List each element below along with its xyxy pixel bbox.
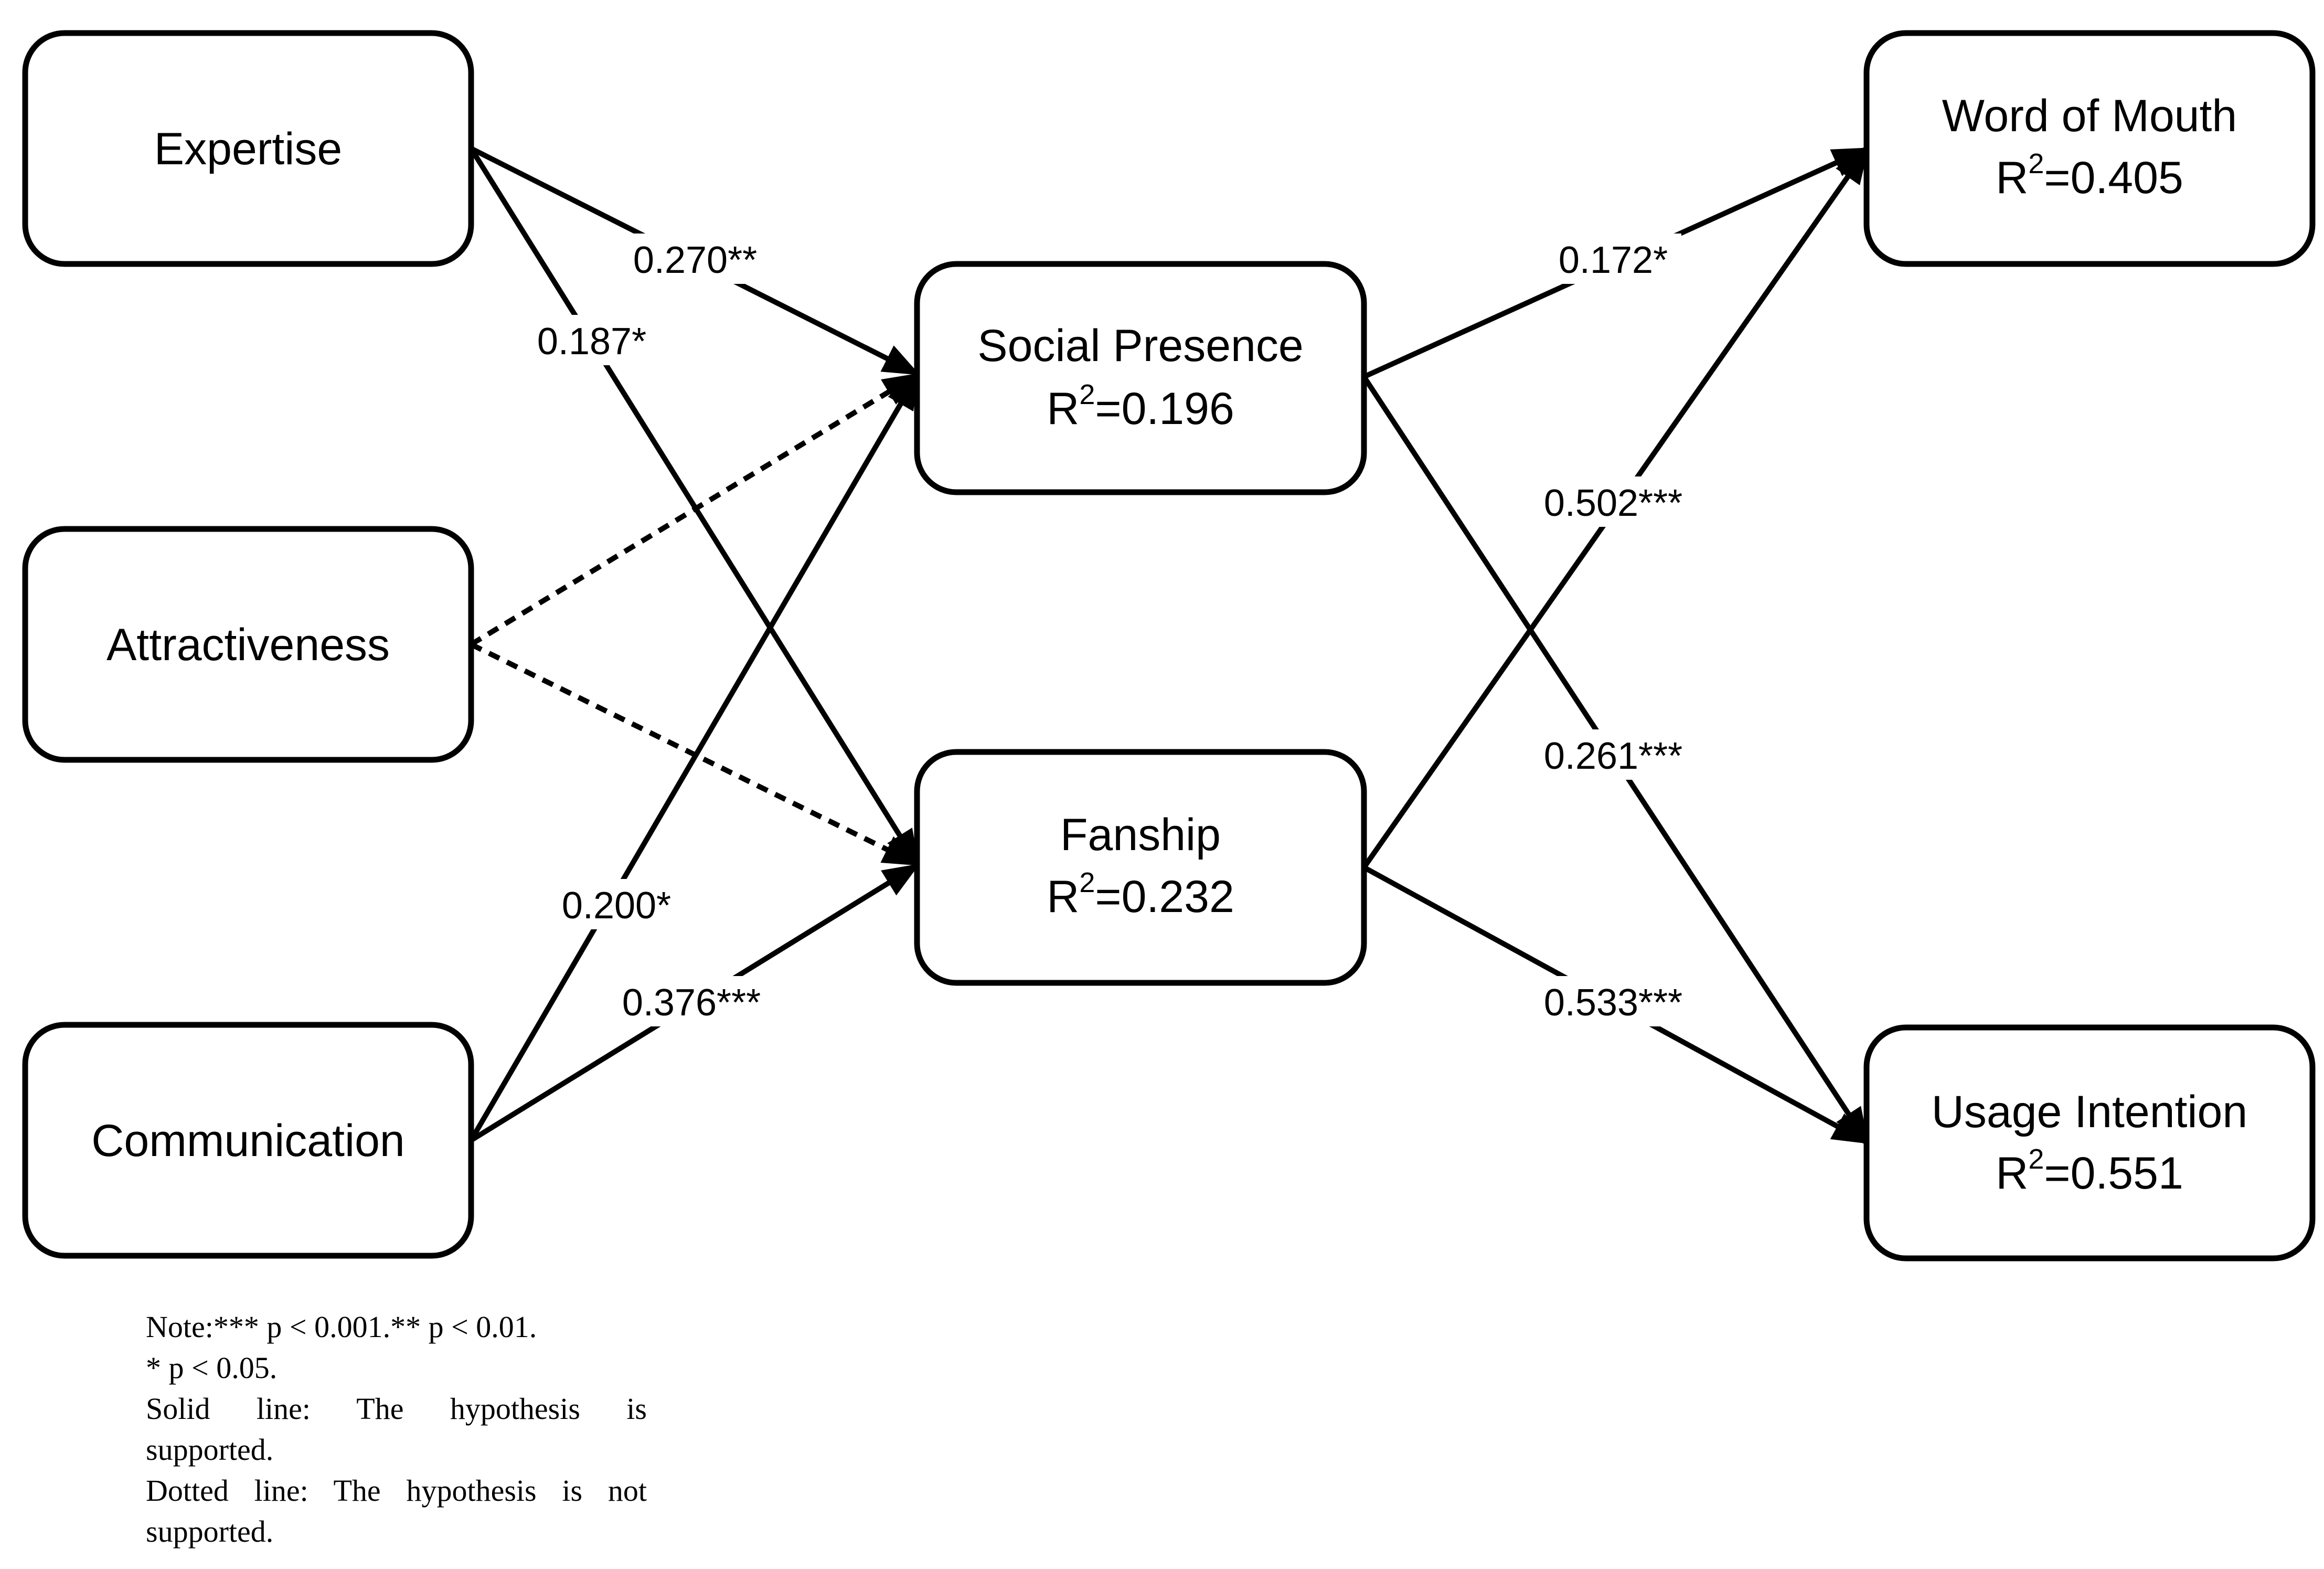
edge-label-communication-fanship: 0.376***	[622, 982, 761, 1024]
node-usage-intention-r2: R2=0.551	[1996, 1143, 2183, 1199]
edge-label-fanship-usage-intention: 0.533***	[1544, 982, 1682, 1024]
note-line-1: Note:*** p < 0.001.** p < 0.01.	[146, 1310, 537, 1344]
note-line-5: Dotted line: The hypothesis is not	[146, 1473, 647, 1508]
node-word-of-mouth-r2: R2=0.405	[1996, 148, 2183, 203]
edge-label-social-presence-usage-intention: 0.261***	[1544, 735, 1682, 777]
node-communication: Communication	[22, 1022, 474, 1259]
node-social-presence-r2: R2=0.196	[1047, 379, 1234, 434]
node-attractiveness-label: Attractiveness	[106, 620, 390, 670]
note-line-4: supported.	[146, 1433, 274, 1467]
edge-label-expertise-fanship: 0.187*	[537, 321, 646, 363]
note-line-3: Solid line: The hypothesis is	[146, 1392, 647, 1426]
node-fanship: Fanship R2=0.232	[914, 749, 1367, 986]
node-expertise-label: Expertise	[154, 124, 343, 174]
node-word-of-mouth: Word of Mouth R2=0.405	[1863, 30, 2316, 267]
edge-label-social-presence-word-of-mouth: 0.172*	[1559, 239, 1668, 281]
edge-label-communication-social-presence: 0.200*	[562, 885, 671, 927]
node-fanship-r2: R2=0.232	[1047, 867, 1234, 922]
node-usage-intention: Usage Intention R2=0.551	[1863, 1024, 2316, 1261]
significance-note: Note:*** p < 0.001.** p < 0.01. * p < 0.…	[146, 1307, 647, 1552]
node-fanship-label: Fanship	[1060, 810, 1221, 860]
edge-communication-social-presence	[468, 372, 921, 1142]
note-line-6: supported.	[146, 1514, 274, 1549]
node-social-presence-label: Social Presence	[977, 321, 1303, 371]
node-word-of-mouth-label: Word of Mouth	[1942, 91, 2237, 141]
node-attractiveness: Attractiveness	[22, 526, 474, 763]
node-communication-label: Communication	[91, 1116, 404, 1166]
edge-attractiveness-social-presence	[470, 372, 920, 647]
edge-label-expertise-social-presence: 0.270**	[633, 239, 757, 281]
node-expertise: Expertise	[22, 30, 474, 267]
node-usage-intention-label: Usage Intention	[1932, 1087, 2247, 1137]
edge-label-fanship-word-of-mouth: 0.502***	[1544, 482, 1682, 524]
node-social-presence: Social Presence R2=0.196	[914, 261, 1367, 495]
note-line-2: * p < 0.05.	[146, 1351, 278, 1385]
